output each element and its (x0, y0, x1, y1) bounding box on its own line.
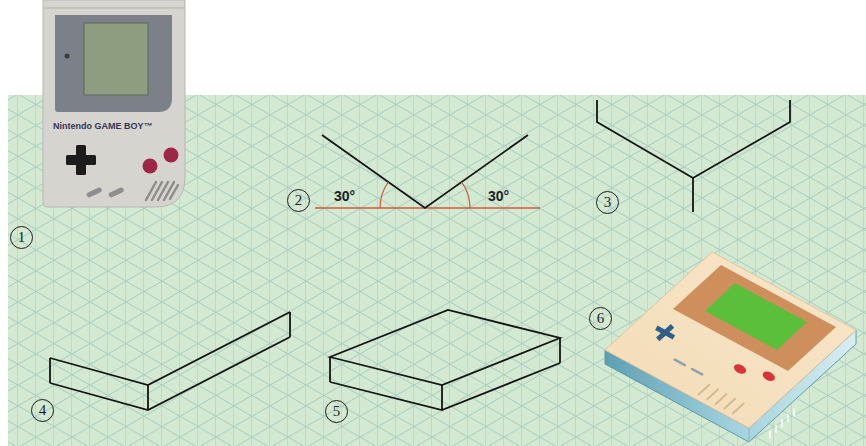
step-number: 5 (333, 404, 341, 419)
step-number: 6 (597, 311, 605, 326)
angle-label: 30° (334, 189, 355, 203)
angle-label: 30° (488, 189, 509, 203)
gameboy-photo (43, 0, 185, 207)
isometric-gameboy (605, 252, 856, 442)
step-number: 1 (18, 230, 26, 245)
step-four-faces (50, 312, 290, 410)
step-number-circle: 4 (31, 399, 54, 422)
brand-text: Nintendo GAME BOY™ (53, 122, 153, 131)
step-five-box (330, 310, 560, 410)
step-two-lines (315, 135, 540, 208)
step-number-circle: 6 (589, 307, 612, 330)
step-number-circle: 2 (287, 189, 310, 212)
step-number: 2 (295, 193, 303, 208)
step-number-circle: 1 (10, 226, 33, 249)
step-number: 4 (39, 403, 47, 418)
step-number-circle: 5 (325, 400, 348, 423)
step-number: 3 (604, 195, 612, 210)
step-number-circle: 3 (596, 191, 619, 214)
step-three-lines (597, 100, 790, 212)
